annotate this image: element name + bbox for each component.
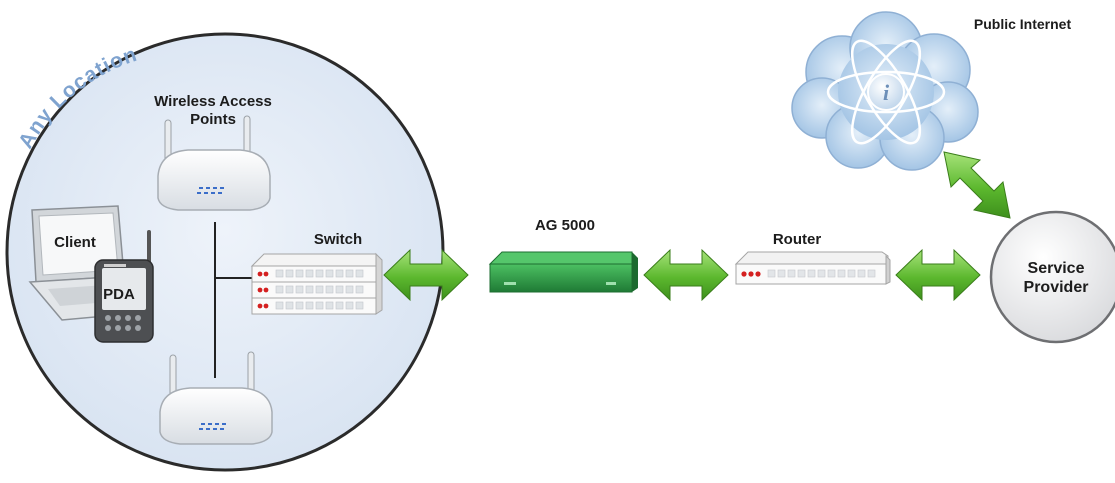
double-arrow-icon bbox=[895, 248, 981, 302]
switch-icon bbox=[250, 252, 383, 315]
info-icon: i bbox=[867, 73, 905, 111]
wireless-access-point-icon bbox=[157, 115, 271, 211]
wireless-access-point-bottom[interactable] bbox=[159, 351, 273, 445]
arrow-router-to-provider bbox=[895, 248, 981, 302]
arrow-provider-to-internet bbox=[943, 151, 1011, 219]
gateway-appliance-icon bbox=[488, 251, 638, 293]
switch-label: Switch bbox=[313, 231, 363, 248]
cloud-icon bbox=[791, 11, 979, 171]
wireless-access-points-label: Wireless Access Points bbox=[154, 93, 272, 128]
double-arrow-icon bbox=[943, 151, 1011, 219]
pda-icon bbox=[94, 230, 154, 343]
wireless-access-point-icon bbox=[159, 351, 273, 445]
wireless-access-point-top[interactable] bbox=[157, 115, 271, 211]
switch-stack[interactable] bbox=[250, 252, 383, 315]
arrow-gateway-to-router bbox=[643, 248, 729, 302]
arrow-switch-to-gateway bbox=[383, 248, 469, 302]
service-provider-node[interactable] bbox=[989, 210, 1115, 344]
pda-device[interactable] bbox=[94, 230, 154, 343]
router-label: Router bbox=[772, 231, 822, 248]
router-icon bbox=[734, 251, 891, 285]
double-arrow-icon bbox=[643, 248, 729, 302]
public-internet-label: Public Internet bbox=[973, 16, 1072, 32]
client-label: Client bbox=[54, 234, 96, 251]
double-arrow-icon bbox=[383, 248, 469, 302]
router-device[interactable] bbox=[734, 251, 891, 285]
pda-label: PDA bbox=[103, 286, 135, 303]
svg-text:i: i bbox=[883, 80, 890, 105]
public-internet-cloud[interactable]: i bbox=[791, 11, 979, 171]
ag5000-gateway[interactable] bbox=[488, 251, 638, 293]
gateway-label: AG 5000 bbox=[534, 217, 596, 234]
orbit-lines bbox=[826, 39, 946, 145]
service-provider-label: Service Provider bbox=[1023, 260, 1089, 296]
